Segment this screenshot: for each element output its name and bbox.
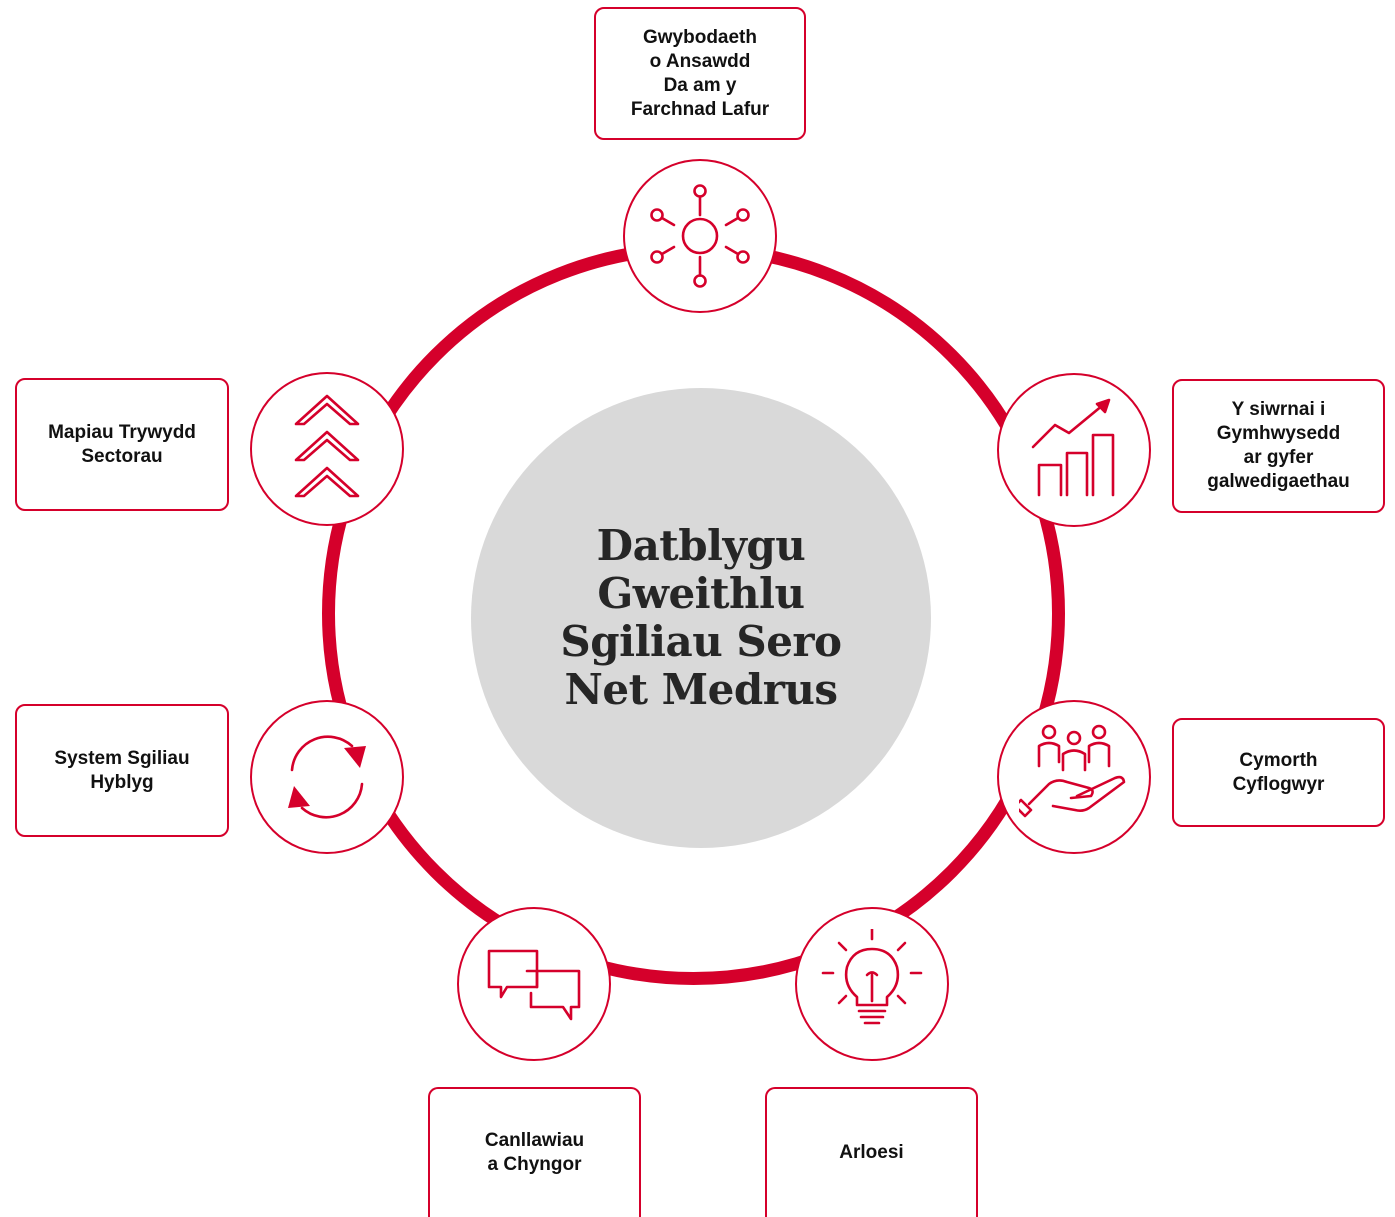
supporting-hand-icon bbox=[1019, 722, 1129, 832]
label-box-innovation: Arloesi bbox=[765, 1087, 978, 1217]
label-box-employer-support: Cymorth Cyflogwyr bbox=[1172, 718, 1385, 827]
label-employer-support: Cymorth Cyflogwyr bbox=[1232, 749, 1325, 795]
label-box-sector-pathways: Mapiau Trywydd Sectorau bbox=[15, 378, 229, 511]
node-occupational-qualifications bbox=[997, 373, 1151, 527]
label-occupational-qualifications: Y siwrnai i Gymhwysedd ar gyfer galwedig… bbox=[1207, 399, 1350, 492]
node-employer-support bbox=[997, 700, 1151, 854]
growth-chart-icon bbox=[1019, 395, 1129, 505]
label-box-occupational-qualifications: Y siwrnai i Gymhwysedd ar gyfer galwedig… bbox=[1172, 379, 1385, 513]
label-flexible-skills: System Sgiliau Hyblyg bbox=[54, 747, 190, 793]
chevrons-up-icon bbox=[272, 394, 382, 504]
label-box-guidance-advice: Canllawiau a Chyngor bbox=[428, 1087, 641, 1217]
node-guidance-advice bbox=[457, 907, 611, 1061]
label-labour-market: Gwybodaeth o Ansawdd Da am y Farchnad La… bbox=[630, 26, 770, 120]
label-box-labour-market: Gwybodaeth o Ansawdd Da am y Farchnad La… bbox=[594, 7, 806, 140]
node-innovation bbox=[795, 907, 949, 1061]
node-sector-pathways bbox=[250, 372, 404, 526]
label-innovation: Arloesi bbox=[839, 1142, 904, 1163]
label-box-flexible-skills: System Sgiliau Hyblyg bbox=[15, 704, 229, 837]
speech-bubbles-icon bbox=[479, 929, 589, 1039]
center-title: Datblygu Gweithlu Sgiliau Sero Net Medru… bbox=[560, 521, 842, 714]
label-sector-pathways: Mapiau Trywydd Sectorau bbox=[48, 421, 196, 467]
refresh-icon bbox=[272, 722, 382, 832]
center-circle: Datblygu Gweithlu Sgiliau Sero Net Medru… bbox=[471, 388, 931, 848]
lightbulb-icon bbox=[817, 929, 927, 1039]
node-flexible-skills bbox=[250, 700, 404, 854]
label-guidance-advice: Canllawiau a Chyngor bbox=[484, 1130, 585, 1175]
node-labour-market bbox=[623, 159, 777, 313]
network-icon bbox=[645, 181, 755, 291]
